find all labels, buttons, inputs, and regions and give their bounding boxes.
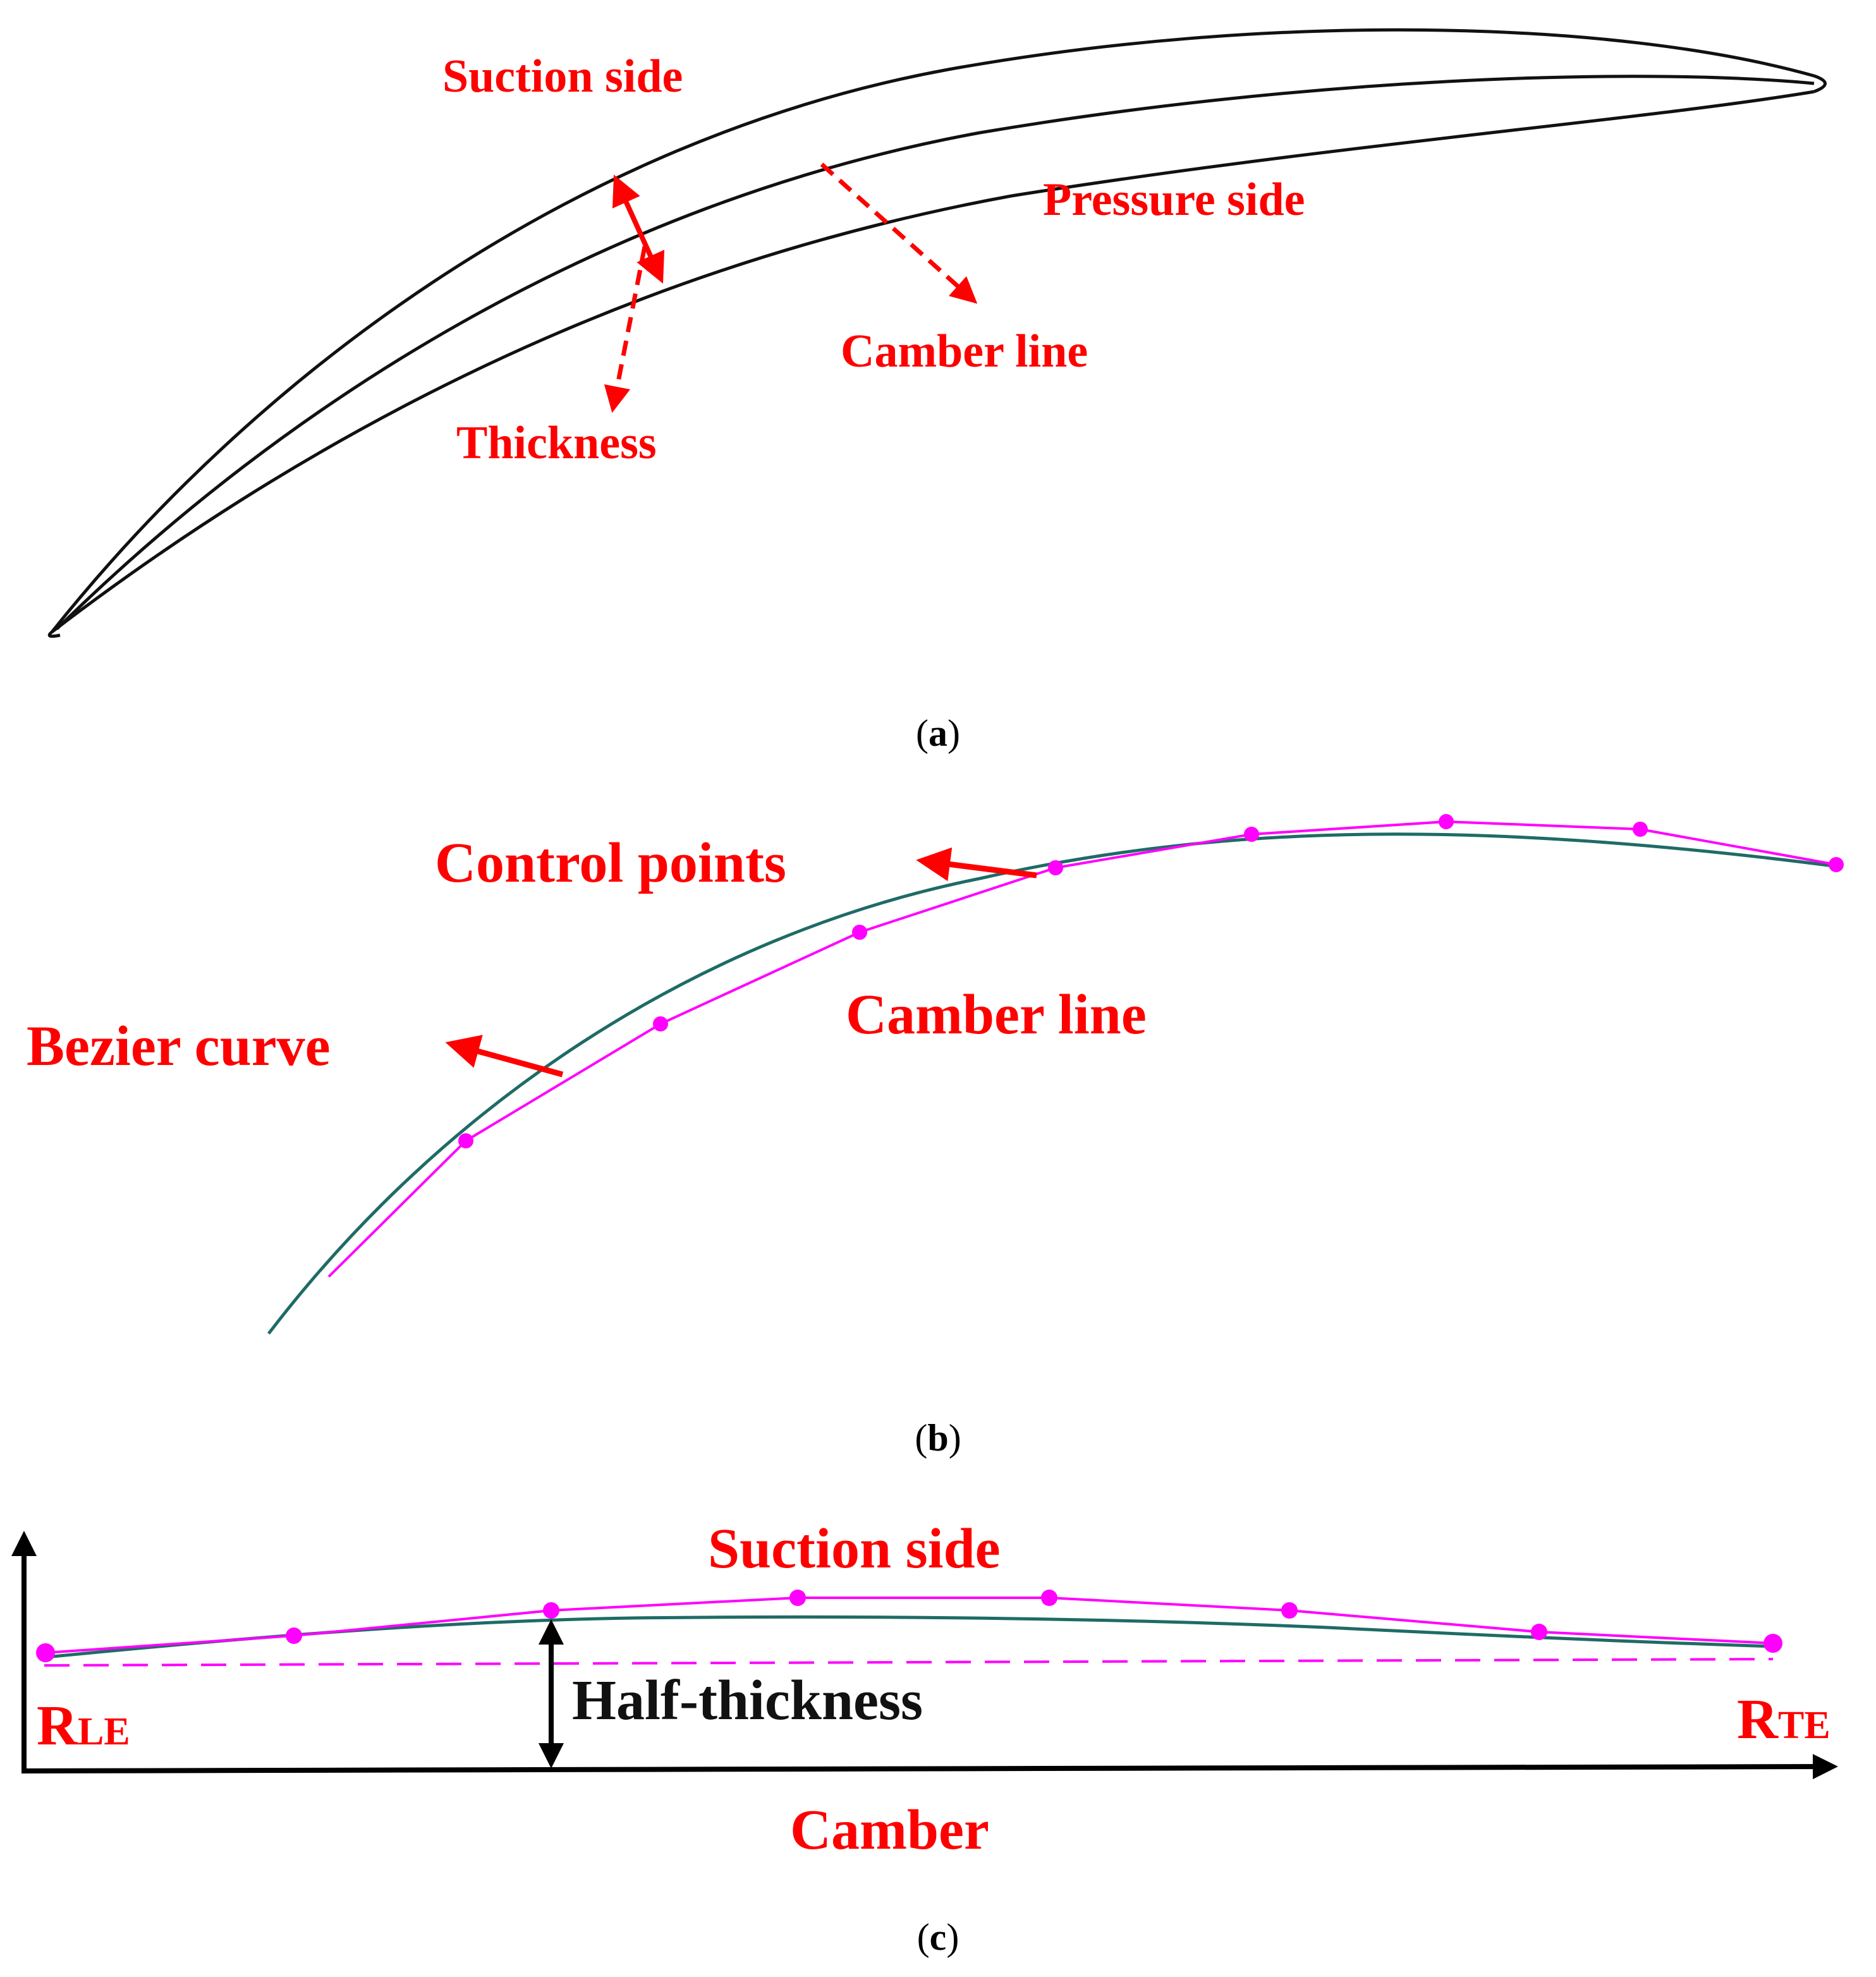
- half-thickness-curve: [45, 1615, 1774, 1659]
- label-suction-side-a: Suction side: [442, 51, 683, 102]
- control-point: [852, 925, 867, 940]
- bezier-control-points: [458, 814, 1844, 1148]
- airfoil-suction-side: [51, 28, 1815, 633]
- label-suction-side-c: Suction side: [708, 1518, 1001, 1580]
- control-point: [1829, 857, 1844, 872]
- control-point: [286, 1627, 302, 1644]
- label-camber-line-a: Camber line: [841, 325, 1088, 377]
- label-thickness: Thickness: [456, 417, 657, 469]
- control-points-arrow: [916, 847, 1037, 882]
- airfoil-camber-line: [56, 75, 1815, 630]
- camber-line-pointer: [820, 162, 978, 304]
- bezier-curve-arrow: [445, 1035, 564, 1078]
- control-point: [653, 1016, 668, 1031]
- control-point: [789, 1590, 806, 1606]
- panel-a: Suction side Pressure side Camber line T…: [47, 28, 1827, 754]
- label-bezier-curve: Bezier curve: [27, 1015, 331, 1078]
- control-point: [1244, 827, 1259, 842]
- control-point: [1531, 1624, 1547, 1640]
- r-te-sub: TE: [1778, 1704, 1830, 1747]
- control-point: [1281, 1602, 1298, 1619]
- control-point: [1048, 860, 1063, 875]
- half-thickness-baseline: [44, 1658, 1774, 1667]
- control-point: [1633, 822, 1648, 837]
- control-point: [1763, 1634, 1782, 1653]
- control-point: [458, 1133, 473, 1148]
- label-half-thickness: Half-thickness: [572, 1669, 923, 1732]
- thickness-pointer: [604, 246, 647, 413]
- control-point: [36, 1643, 55, 1662]
- label-camber-line-b: Camber line: [846, 983, 1147, 1046]
- airfoil-pressure-side: [51, 90, 1815, 633]
- label-pressure-side-a: Pressure side: [1043, 174, 1305, 226]
- label-camber: Camber: [790, 1799, 989, 1861]
- r-te-main: R: [1737, 1688, 1779, 1751]
- control-point: [1439, 814, 1454, 829]
- control-point: [1041, 1590, 1057, 1606]
- thickness-control-polygon: [45, 1597, 1774, 1654]
- caption-b: (b): [915, 1417, 961, 1459]
- label-control-points: Control points: [435, 832, 786, 894]
- x-axis: [21, 1754, 1838, 1780]
- thickness-control-points: [36, 1590, 1782, 1662]
- caption-a: (a): [916, 712, 960, 754]
- panel-c: Suction side Half-thickness Camber RLE R…: [11, 1518, 1838, 1958]
- caption-c: (c): [917, 1916, 959, 1958]
- panel-b: Control points Bezier curve Camber line …: [27, 814, 1844, 1459]
- label-r-le: RLE: [37, 1694, 130, 1757]
- r-le-main: R: [37, 1694, 78, 1757]
- camber-line-b: [267, 832, 1834, 1335]
- label-r-te: RTE: [1737, 1688, 1830, 1751]
- airfoil-leading-edge: [47, 631, 61, 638]
- thickness-arrow: [612, 174, 665, 284]
- r-le-sub: LE: [78, 1710, 130, 1753]
- airfoil-trailing-edge: [1813, 74, 1827, 94]
- control-point: [543, 1602, 559, 1619]
